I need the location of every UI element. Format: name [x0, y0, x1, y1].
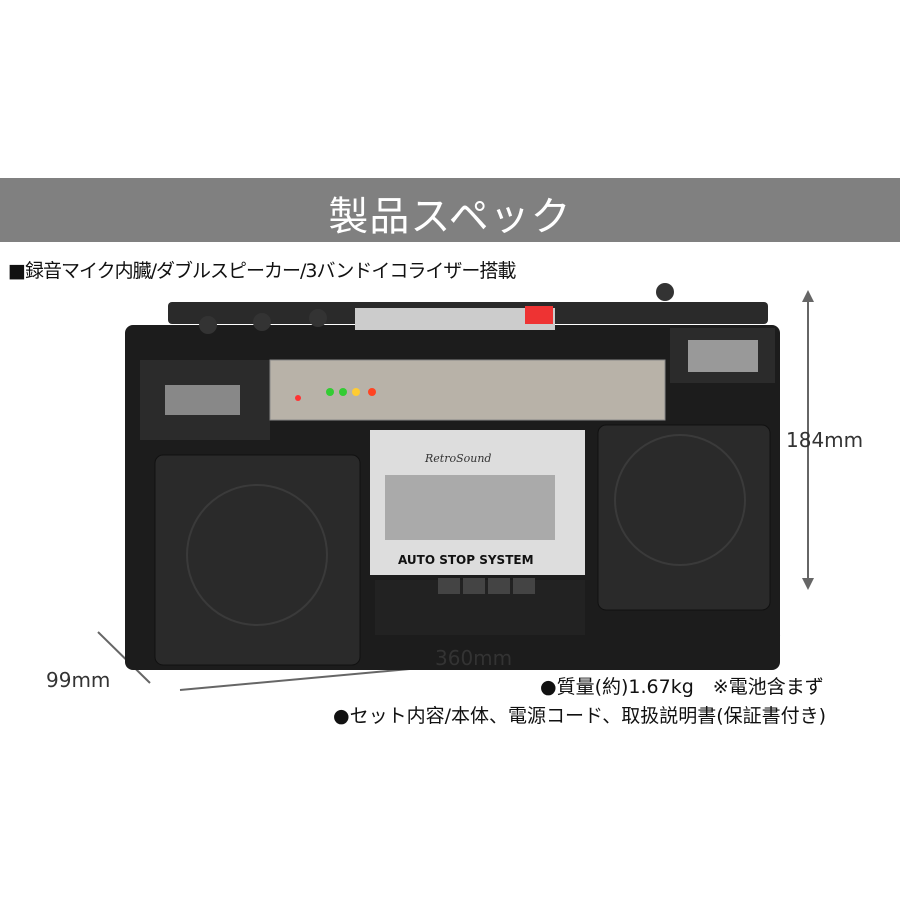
deck-label: AUTO STOP SYSTEM — [398, 553, 534, 567]
boombox: RetroSound AUTO STOP SYSTEM — [125, 283, 780, 670]
depth-dimension-line — [97, 631, 151, 684]
left-speaker — [154, 454, 361, 666]
brand-logo: RetroSound — [424, 452, 491, 465]
height-label: 184mm — [786, 428, 864, 452]
weight-spec: ●質量(約)1.67kg ※電池含まず — [540, 676, 824, 698]
contents-spec: ●セット内容/本体、電源コード、取扱説明書(保証書付き) — [333, 705, 827, 727]
depth-label: 99mm — [46, 668, 111, 692]
feature-line: ■録音マイク内臓/ダブルスピーカー/3バンドイコライザー搭載 — [8, 260, 516, 282]
banner-title: 製品スペック — [328, 194, 572, 240]
right-speaker — [597, 424, 771, 611]
width-label: 360mm — [435, 646, 513, 670]
spec-banner: 製品スペック — [0, 178, 900, 242]
